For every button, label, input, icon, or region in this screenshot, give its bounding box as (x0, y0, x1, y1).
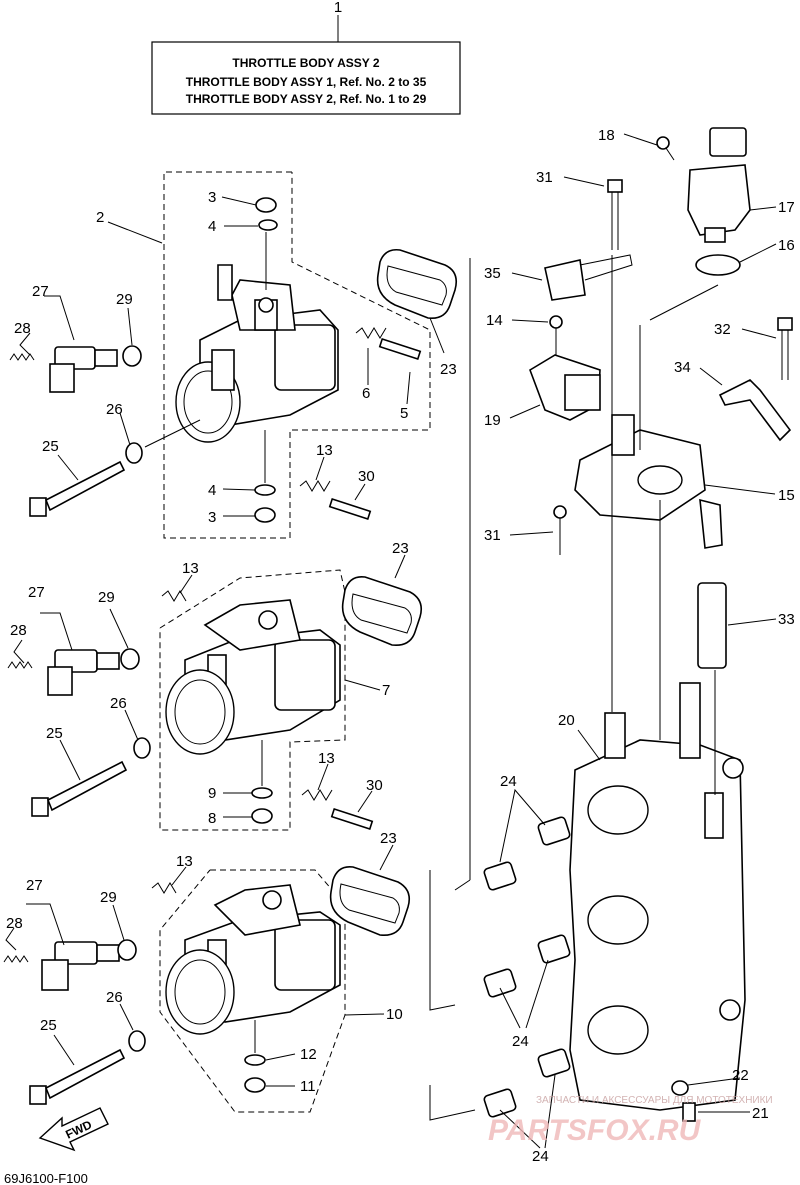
forward-direction-arrow: FWD (38, 1107, 109, 1152)
callout-26b: 26 (110, 695, 127, 712)
callout-23b: 23 (392, 540, 409, 557)
callout-27b: 27 (28, 584, 45, 601)
callout-13: 13 (316, 442, 333, 459)
callout-8: 8 (208, 810, 216, 827)
callout-19: 19 (484, 412, 501, 429)
callout-11: 11 (300, 1078, 316, 1095)
callout-25b: 25 (46, 725, 63, 742)
callout-30: 30 (358, 468, 375, 485)
callout-15: 15 (778, 487, 795, 504)
callout-23: 23 (440, 361, 457, 378)
callout-30b: 30 (366, 777, 383, 794)
callout-24: 24 (500, 773, 517, 790)
callout-31b: 31 (484, 527, 501, 544)
callout-numbers: 2 3 4 23 6 5 27 28 29 26 25 4 3 13 30 13… (6, 127, 795, 1165)
callout-2: 2 (96, 209, 104, 226)
callout-21: 21 (752, 1105, 769, 1122)
callout-29b: 29 (98, 589, 115, 606)
callout-leaders (5, 133, 777, 1149)
watermark-tagline: ЗАПЧАСТИ И АКСЕССУАРЫ ДЛЯ МОТОТЕХНИКИ (536, 1095, 773, 1106)
callout-34: 34 (674, 359, 691, 376)
callout-25: 25 (42, 438, 59, 455)
callout-32: 32 (714, 321, 731, 338)
title-line-3: THROTTLE BODY ASSY 2, Ref. No. 1 to 29 (186, 92, 427, 106)
watermark: ЗАПЧАСТИ И АКСЕССУАРЫ ДЛЯ МОТОТЕХНИКИ PA… (488, 1095, 773, 1147)
callout-4b: 4 (208, 482, 216, 499)
callout-17: 17 (778, 199, 795, 216)
callout-10: 10 (386, 1006, 403, 1023)
callout-20: 20 (558, 712, 575, 729)
callout-33: 33 (778, 611, 795, 628)
callout-24b: 24 (512, 1033, 529, 1050)
callout-12: 12 (300, 1046, 317, 1063)
callout-13c: 13 (318, 750, 335, 767)
title-line-1: THROTTLE BODY ASSY 2 (232, 56, 379, 70)
callout-7: 7 (382, 682, 390, 699)
diagram-code: 69J6100-F100 (4, 1171, 88, 1185)
callout-24c: 24 (532, 1148, 549, 1165)
callout-3: 3 (208, 189, 216, 206)
callout-6: 6 (362, 385, 370, 402)
callout-29: 29 (116, 291, 133, 308)
throttle-body-assembly-middle (7, 569, 423, 831)
callout-28: 28 (14, 320, 31, 337)
callout-1: 1 (334, 0, 342, 16)
callout-26c: 26 (106, 989, 123, 1006)
callout-23c: 23 (380, 830, 397, 847)
watermark-brand: PARTSFOX.RU (488, 1114, 702, 1147)
callout-31: 31 (536, 169, 553, 186)
callout-27c: 27 (26, 877, 43, 894)
callout-28b: 28 (10, 622, 27, 639)
callout-5: 5 (400, 405, 408, 422)
callout-4: 4 (208, 218, 216, 235)
callout-28c: 28 (6, 915, 23, 932)
callout-27: 27 (32, 283, 49, 300)
throttle-body-assembly-top (9, 171, 458, 539)
callout-3b: 3 (208, 509, 216, 526)
callout-18: 18 (598, 127, 615, 144)
throttle-body-assembly-bottom (3, 865, 411, 1113)
callout-13b: 13 (182, 560, 199, 577)
callout-25c: 25 (40, 1017, 57, 1034)
title-box: 1 THROTTLE BODY ASSY 2 THROTTLE BODY ASS… (151, 0, 461, 115)
callout-16: 16 (778, 237, 795, 254)
title-line-2: THROTTLE BODY ASSY 1, Ref. No. 2 to 35 (186, 75, 427, 89)
callout-22: 22 (732, 1067, 749, 1084)
callout-14: 14 (486, 312, 503, 329)
callout-9: 9 (208, 785, 216, 802)
callout-35: 35 (484, 265, 501, 282)
intake-manifold-assembly (429, 127, 793, 1122)
callout-29c: 29 (100, 889, 117, 906)
callout-13d: 13 (176, 853, 193, 870)
callout-26: 26 (106, 401, 123, 418)
